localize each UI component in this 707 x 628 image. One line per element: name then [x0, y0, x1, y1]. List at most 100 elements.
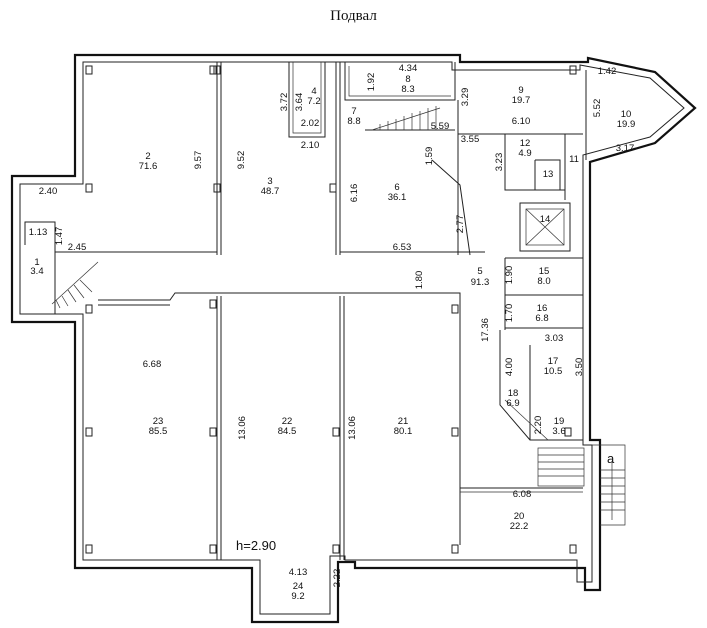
dimension-label: 6.53	[393, 242, 412, 253]
room-area: 3.6	[552, 426, 565, 437]
room-area: 8.0	[537, 276, 550, 287]
room-number: 12	[520, 138, 531, 149]
room-19: 193.6	[552, 416, 565, 437]
room-11: 11	[569, 154, 579, 165]
dimension-label: 1.47	[54, 227, 65, 246]
room-area: 7.2	[307, 96, 320, 107]
room-2: 271.6	[139, 151, 158, 172]
room-8: 88.3	[401, 74, 414, 95]
dimension-label: 1.90	[504, 266, 515, 285]
room-number: 16	[537, 303, 548, 314]
dimension-label: 2.10	[301, 140, 320, 151]
dimension-label: 9.52	[236, 151, 247, 170]
dimension-label: 1.42	[598, 66, 617, 77]
room-number: 19	[554, 416, 565, 427]
dimension-label: 1.13	[29, 227, 48, 238]
partitions	[24, 62, 626, 560]
dimension-label: 13.06	[237, 416, 248, 440]
dimension-label: 1.80	[414, 271, 425, 290]
room-area: 9.2	[291, 591, 304, 602]
outer-walls	[10, 53, 697, 624]
dimension-label: 4.34	[399, 63, 418, 74]
room-12: 124.9	[518, 138, 531, 159]
room-area: 91.3	[471, 277, 490, 288]
room-5: 591.3	[471, 266, 490, 288]
room-number: 14	[540, 214, 551, 225]
room-number: 23	[153, 416, 164, 427]
dimension-label: 1.70	[504, 304, 515, 323]
columns	[85, 65, 577, 554]
dimension-label: 4.00	[504, 358, 515, 377]
room-area: 84.5	[278, 426, 297, 437]
room-number: 6	[394, 182, 399, 193]
room-area: 8.3	[401, 84, 414, 95]
room-number: 20	[514, 511, 525, 522]
room-16: 166.8	[535, 303, 548, 324]
room-15: 158.0	[537, 266, 550, 287]
room-area: 19.7	[512, 95, 531, 106]
dimension-label: 6.68	[143, 359, 162, 370]
dimension-label: 4.13	[289, 567, 308, 578]
room-area: 36.1	[388, 192, 407, 203]
room-number: 7	[351, 106, 356, 117]
room-area: 10.5	[544, 366, 563, 377]
room-number: 15	[539, 266, 550, 277]
room-number: 21	[398, 416, 409, 427]
room-area: 4.9	[518, 148, 531, 159]
dimension-label: 2.40	[39, 186, 58, 197]
room-4: 47.2	[307, 86, 320, 107]
dimension-label: 9.57	[193, 151, 204, 170]
ceiling-height-note: h=2.90	[236, 538, 276, 553]
room-number: 11	[569, 154, 579, 165]
room-number: 3	[267, 176, 272, 187]
room-number: 5	[477, 266, 482, 277]
room-9: 919.7	[512, 85, 531, 106]
dimension-label: 13.06	[347, 416, 358, 440]
room-area: 85.5	[149, 426, 168, 437]
room-area: 6.8	[535, 313, 548, 324]
room-area: 8.8	[347, 116, 360, 127]
room-number: 10	[621, 109, 632, 120]
room-1: 13.4	[30, 257, 43, 277]
dimension-label: 1.92	[366, 73, 377, 92]
room-number: 8	[405, 74, 410, 85]
dimension-label: 3.64	[294, 93, 305, 112]
plan-title: Подвал	[330, 8, 377, 24]
room-number: 22	[282, 416, 293, 427]
room-18: 186.9	[506, 388, 519, 409]
dimension-label: 6.10	[512, 116, 531, 127]
dimension-label: 6.16	[349, 184, 360, 203]
dimension-labels: 1.42 5.52 3.17 4.34 1.92 3.72 3.64 2.02 …	[29, 63, 635, 587]
room-number: 13	[543, 169, 554, 180]
dimension-label: 3.72	[279, 93, 290, 112]
dimension-label: 3.55	[461, 134, 480, 145]
room-13: 13	[543, 169, 554, 180]
room-number: 17	[548, 356, 559, 367]
dimension-label: 2.22	[332, 569, 343, 588]
room-area: 80.1	[394, 426, 413, 437]
dimension-label: 1.59	[424, 147, 435, 166]
dimension-label: 3.17	[616, 143, 635, 154]
room-labels: 13.4 271.6 348.7 47.2 591.3 636.1 78.8 8…	[30, 74, 635, 602]
room-number: 9	[518, 85, 523, 96]
room-area: 48.7	[261, 186, 280, 197]
dimension-label: 3.50	[574, 358, 585, 377]
room-24: 249.2	[291, 581, 304, 602]
room-number: 4	[311, 86, 316, 97]
room-area: 19.9	[617, 119, 636, 130]
room-14: 14	[540, 214, 551, 225]
dimension-label: 3.29	[460, 88, 471, 107]
dimension-label: 2.77	[455, 215, 466, 234]
room-area: 3.4	[30, 266, 43, 277]
room-number: 2	[145, 151, 150, 162]
dimension-label: 5.59	[431, 121, 450, 132]
dimension-label: 6.08	[513, 489, 532, 500]
room-area: 71.6	[139, 161, 158, 172]
